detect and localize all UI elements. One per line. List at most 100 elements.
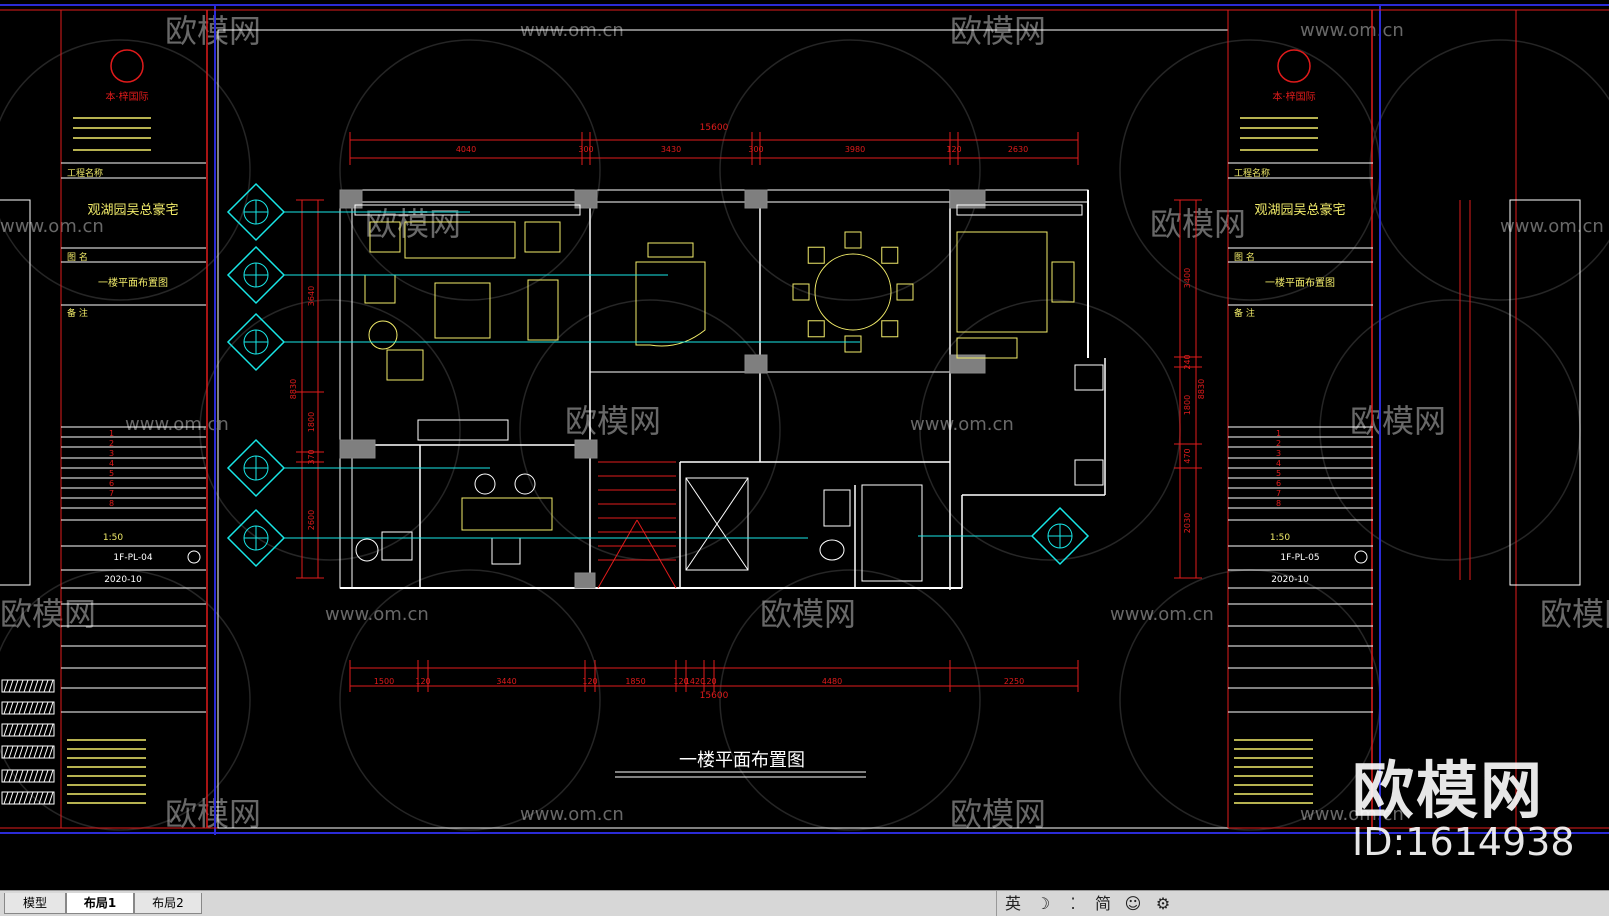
hatch-line — [8, 679, 14, 693]
watermark-text-layer: www.om.cn www.om.cn www.om.cn www.om.cn www.… — [0, 12, 1609, 833]
revision-no: 5 — [1276, 469, 1281, 478]
grand-piano — [635, 261, 706, 347]
dining-chair — [896, 283, 914, 301]
smile-icon[interactable]: ☺ — [1124, 893, 1142, 913]
brand-watermark: 欧模网 — [1350, 402, 1446, 440]
revision-no: 8 — [1276, 499, 1281, 508]
hatch-line — [43, 723, 49, 737]
hatch-line — [28, 769, 34, 783]
tab-layout2[interactable]: 布局2 — [134, 893, 202, 914]
layout-tab-bar: 模型 布局1 布局2 英 ☽ ⁚ 简 ☺ ⚙ — [0, 890, 1609, 916]
index-diamond — [226, 245, 286, 305]
hatch-line — [43, 679, 49, 693]
site-watermark: www.om.cn — [1500, 216, 1604, 237]
hatch-line — [43, 769, 49, 783]
hatch-line — [28, 745, 34, 759]
dining-chair — [807, 320, 825, 338]
elevation-index-symbol — [226, 245, 286, 305]
dining-chair — [881, 320, 899, 338]
tab-layout1[interactable]: 布局1 — [66, 893, 134, 914]
drawing-no: 1F-PL-05 — [1280, 553, 1319, 563]
corner-brand-watermark: 欧模网 — [1352, 754, 1545, 827]
dim-bottom: 3440 — [496, 677, 516, 686]
dim-right: 470 — [1183, 448, 1192, 463]
brand-watermark: 欧模网 — [760, 595, 856, 633]
column — [949, 189, 986, 209]
dim-total-left: 8830 — [289, 379, 298, 399]
brand-watermark: 欧模网 — [950, 795, 1046, 833]
drawing-name: 一楼平面布置图 — [98, 276, 168, 289]
revision-no: 6 — [1276, 479, 1281, 488]
hatch-line — [38, 745, 44, 759]
cad-canvas[interactable]: www.om.cn www.om.cn www.om.cn www.om.cn www.… — [0, 0, 1609, 890]
dining-chair — [844, 231, 862, 249]
scale-value: 1:50 — [1270, 533, 1290, 543]
armchair — [364, 274, 396, 304]
dim-right: 2030 — [1183, 513, 1192, 533]
hatch-line — [38, 769, 44, 783]
hatch-line — [38, 701, 44, 715]
index-diamond — [226, 182, 286, 242]
hatch-line — [8, 723, 14, 737]
hatch-line — [43, 791, 49, 805]
elevator-shaft — [685, 477, 749, 571]
dim-top: 300 — [748, 145, 763, 154]
dim-right: 3400 — [1183, 268, 1192, 288]
site-watermark: www.om.cn — [325, 604, 429, 625]
hatch-line — [33, 679, 39, 693]
moon-icon[interactable]: ☽ — [1035, 893, 1051, 913]
column — [744, 189, 768, 209]
brand-watermark: 欧模网 — [1540, 595, 1609, 633]
hatch-line — [28, 723, 34, 737]
watermark-circle — [1369, 39, 1609, 301]
lounge-chair — [386, 349, 424, 381]
gear-icon[interactable]: ⚙ — [1155, 893, 1171, 913]
hatch-line — [18, 701, 24, 715]
elevation-index-symbol — [1030, 506, 1090, 566]
revision-no: 2 — [1276, 439, 1281, 448]
dim-right: 1800 — [1183, 395, 1192, 415]
hatch-line — [48, 791, 54, 805]
dots-icon[interactable]: ⁚ — [1070, 893, 1076, 913]
hatch-line — [23, 769, 29, 783]
toilet — [819, 539, 845, 561]
side-table — [524, 221, 561, 253]
hatch-line — [38, 679, 44, 693]
partial-wall — [1509, 199, 1581, 586]
column — [339, 189, 363, 209]
column — [574, 189, 598, 209]
drawing-date: 2020-10 — [1271, 575, 1309, 585]
revision-no: 4 — [1276, 459, 1281, 468]
index-diamond — [226, 508, 286, 568]
dim-bottom: 120 — [701, 677, 716, 686]
dim-top: 300 — [578, 145, 593, 154]
site-watermark: www.om.cn — [125, 414, 229, 435]
watermark-circle — [719, 39, 981, 301]
revision-no: 6 — [109, 479, 114, 488]
hatch-line — [8, 745, 14, 759]
hatch-line — [33, 723, 39, 737]
simplified-toggle[interactable]: 简 — [1094, 893, 1111, 913]
dim-bottom: 1420 — [685, 677, 705, 686]
column — [744, 354, 768, 374]
cad-drawing[interactable]: www.om.cn www.om.cn www.om.cn www.om.cn www.… — [0, 0, 1609, 890]
hatch-line — [3, 745, 9, 759]
dim-top: 2630 — [1008, 145, 1028, 154]
company-name: 本·梓国际 — [105, 90, 148, 103]
plan-title: 一楼平面布置图 — [679, 750, 805, 771]
logo-seal — [1277, 49, 1311, 83]
column — [574, 572, 596, 589]
watermark-circle — [719, 569, 981, 831]
site-watermark: www.om.cn — [1110, 604, 1214, 625]
dim-top: 120 — [946, 145, 961, 154]
hatch-line — [3, 723, 9, 737]
bar-stool — [514, 473, 536, 495]
storage — [861, 484, 923, 582]
language-toggle[interactable]: 英 — [1004, 893, 1021, 913]
tab-model[interactable]: 模型 — [4, 893, 66, 914]
site-watermark: www.om.cn — [1300, 20, 1404, 41]
site-watermark: www.om.cn — [520, 804, 624, 825]
sink — [823, 489, 851, 527]
ime-status-bar: 英 ☽ ⁚ 简 ☺ ⚙ — [996, 891, 1173, 916]
